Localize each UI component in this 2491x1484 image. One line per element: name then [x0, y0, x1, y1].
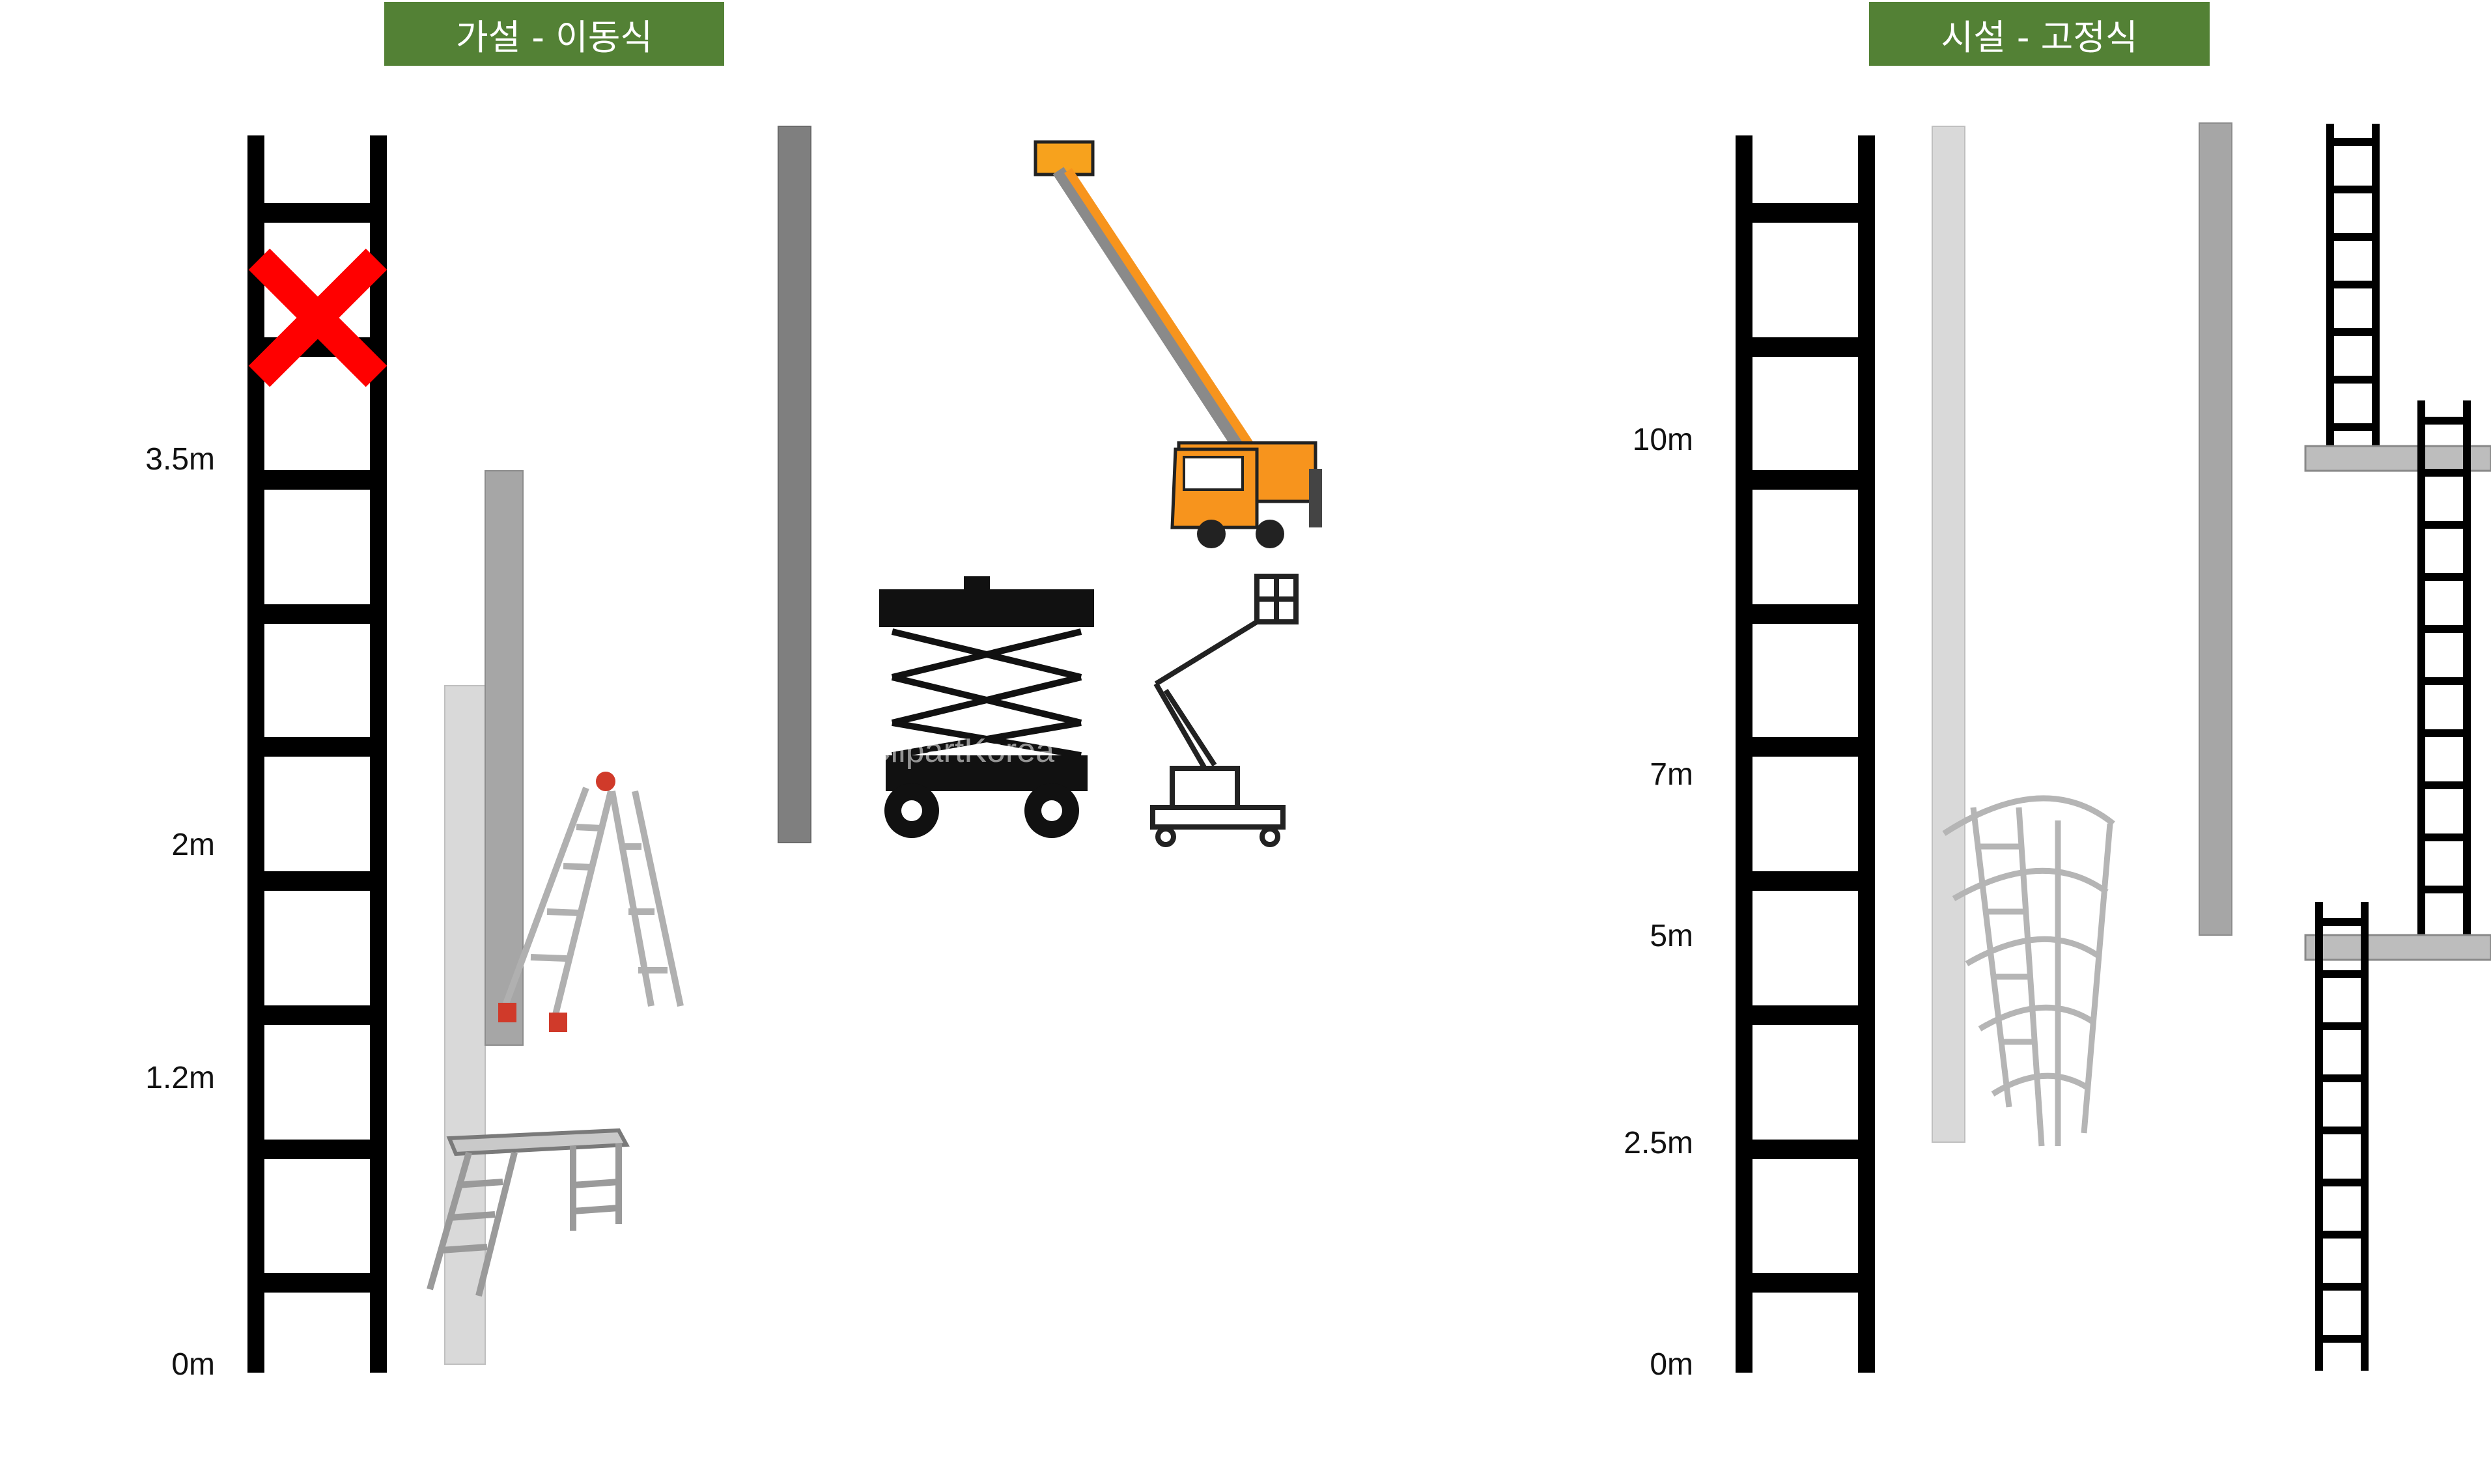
watermark-text: ClipartKorea	[866, 732, 1054, 770]
height-label-2-5m: 2.5m	[1624, 1126, 1693, 1160]
prohibited-x-icon	[248, 248, 387, 387]
height-label-0m-left: 0m	[171, 1347, 215, 1382]
boom-lift-icon	[1150, 574, 1299, 847]
height-label-3-5m: 3.5m	[145, 442, 215, 477]
bucket-truck-icon	[1034, 140, 1322, 548]
height-label-1-2m: 1.2m	[145, 1061, 215, 1095]
range-bar-step-ladder	[485, 470, 524, 1046]
offset-ladder-top	[2326, 124, 2380, 449]
work-platform-icon	[427, 1128, 630, 1297]
height-label-10m: 10m	[1632, 423, 1693, 457]
offset-ladder-middle	[2417, 400, 2471, 941]
height-label-0m-right: 0m	[1650, 1347, 1693, 1382]
rest-platform-lower	[2304, 934, 2491, 961]
scissor-lift-icon: ClipartKorea	[866, 576, 1094, 838]
offset-ladder-bottom	[2315, 902, 2369, 1371]
reference-ladder-right	[1736, 135, 1875, 1373]
rest-platform-upper	[2304, 445, 2491, 472]
caged-ladder-icon	[1942, 795, 2115, 1147]
height-label-7m: 7m	[1650, 757, 1693, 792]
facility-fixed-header: 시설 - 고정식	[1869, 2, 2210, 66]
step-ladder-icon	[498, 772, 684, 1032]
temporary-mobile-header: 가설 - 이동식	[384, 2, 724, 66]
range-bar-fixed-ladder	[1932, 126, 1965, 1143]
height-label-5m: 5m	[1650, 919, 1693, 953]
range-bar-aerial-lift	[778, 126, 811, 843]
range-bar-caged-ladder	[2199, 122, 2232, 936]
height-label-2m: 2m	[171, 828, 215, 862]
